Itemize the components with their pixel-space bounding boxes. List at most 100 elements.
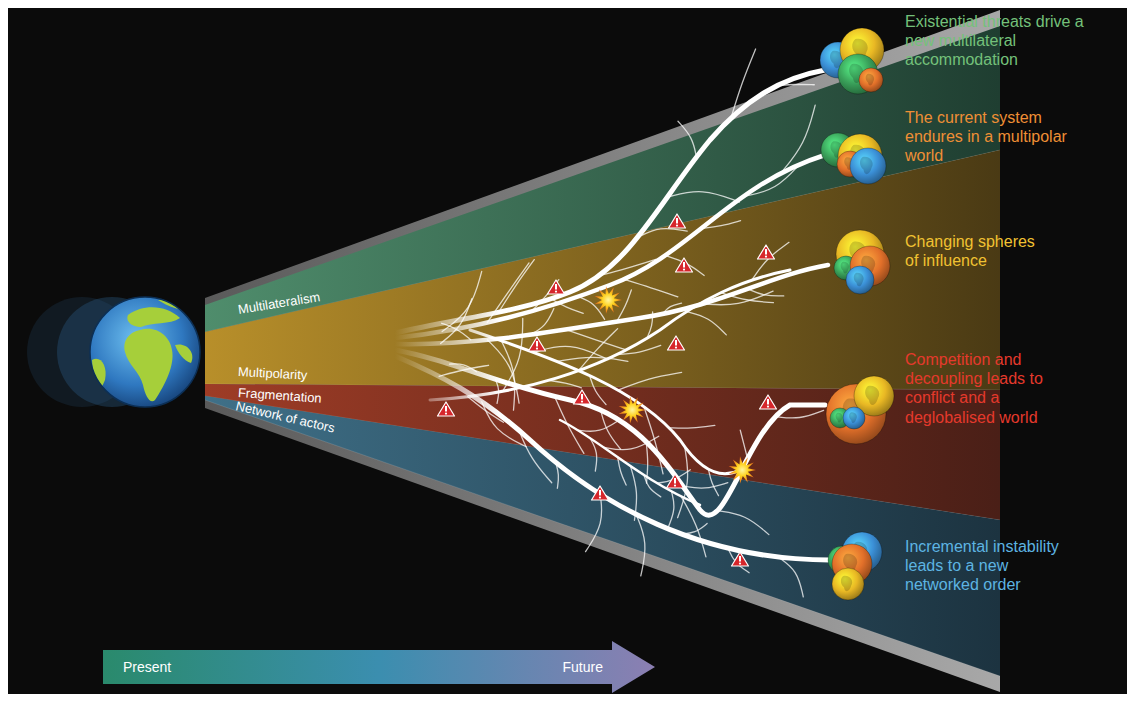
branch-twig [646,442,648,483]
warning-sign [592,486,609,500]
branch-twig [530,309,554,335]
branch-twig [669,491,674,526]
branch-twig [503,318,523,391]
conflict-burst [729,456,756,484]
warning-sign [548,280,565,294]
branch-twig [630,466,636,520]
scenario-label: Existential threats drive a new multilat… [905,12,1085,70]
warning-sign [668,336,685,350]
branch-lines [395,70,830,560]
branch-twig [665,255,704,275]
branch-twig [687,312,727,335]
branch-twig [669,425,715,428]
conflict-burst [619,396,646,424]
branch-twig [586,494,602,552]
earth-globe [90,297,200,407]
warning-sign [669,214,686,228]
branch-line [470,330,740,474]
globe-cluster [821,133,886,184]
branch-twig [780,105,815,173]
branch-twig [519,430,552,482]
scenario-label: The current system endures in a multipol… [905,108,1070,166]
branch-twig [637,229,687,238]
branch-twig [721,293,774,303]
branch-twig [590,376,606,405]
arrow-body [103,641,655,693]
warning-sign [758,245,775,259]
warning-sign [529,337,546,351]
warning-sign [574,390,591,404]
branch-twig [617,345,661,354]
branch-twig [624,279,678,296]
globe-cluster [828,532,882,600]
branch-twig [599,259,656,276]
branch-twig [662,303,681,314]
scenario-label: Competition and decoupling leads to conf… [905,350,1070,427]
branch-twig [557,357,628,361]
branch-twig [667,192,739,202]
branch-line [395,350,825,515]
branch-twig [499,260,535,313]
branch-twig [678,121,696,157]
warning-sign [760,395,777,409]
branch-twig [681,524,707,534]
branch-twig [731,49,756,118]
branch-twig [468,397,504,423]
branch-twig [618,372,682,390]
branch-twigs [439,49,823,597]
funnel-frame [205,10,1000,692]
timeline-label: Present [123,641,171,693]
timeline-label: Future [563,641,603,693]
branch-twig [708,469,718,496]
branch-twig [743,163,801,197]
scenario-label: Changing spheres of influence [905,232,1045,270]
timeline-arrow: Present Future [103,641,655,693]
globe-cluster [826,376,894,444]
branch-twig [617,290,632,322]
warning-sign [732,552,749,566]
branch-twig [590,438,597,471]
branch-twig [647,312,653,338]
branch-twig [701,221,740,229]
branch-twig [683,483,728,489]
branch-twig [549,380,582,387]
branch-twig [495,379,498,403]
dark-panel [8,8,1127,694]
branch-twig [717,511,768,535]
globe-cluster [820,28,884,94]
branch-twig [636,514,645,576]
branch-twig [578,419,620,431]
branch-twig [442,323,471,340]
branch-twig [703,291,773,305]
branch-twig [752,242,789,280]
branch-twig [644,407,663,474]
branch-twig [728,548,749,573]
branch-twig [748,289,784,296]
branch-line [395,70,825,333]
warning-sign [676,258,693,272]
branch-twig [482,402,527,447]
branch-twig [551,299,583,314]
branch-twig [775,410,823,418]
branch-twig [777,84,814,85]
branch-twig [555,396,584,453]
branch-twig [618,457,626,485]
branch-twig [603,436,658,450]
conflict-burst [595,286,622,314]
branch-twig [740,430,747,459]
band-edge [205,400,1000,676]
branch-line [560,420,700,505]
branch-twig [556,462,559,488]
branch-twig [778,557,803,597]
branch-twig [487,263,529,323]
globe-cluster [834,230,890,294]
scenario-label: Incremental instability leads to a new n… [905,537,1080,595]
branch-twig [441,299,472,344]
warning-sign [438,402,455,416]
branch-twig [681,496,706,557]
branch-twig [644,475,661,497]
branch-twig [501,341,514,411]
band-fill [205,396,1000,676]
warning-sign [667,474,684,488]
branch-twig [439,365,488,376]
